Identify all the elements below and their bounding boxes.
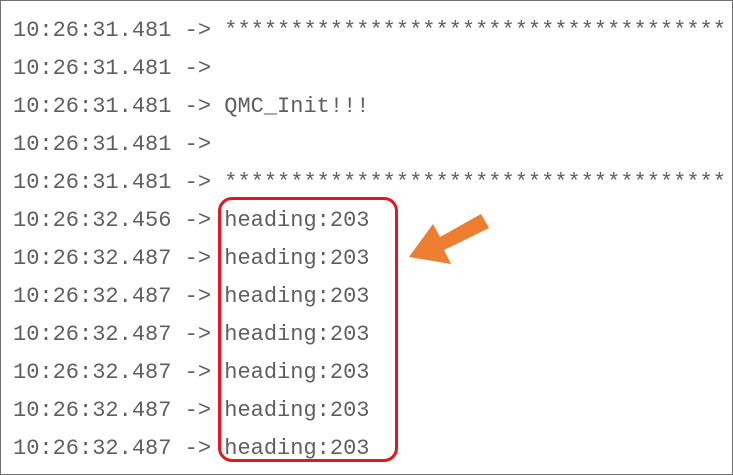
log-line: 10:26:31.481 -> ************************… <box>13 12 726 50</box>
log-separator: -> <box>184 360 212 385</box>
log-message: heading:203 <box>224 322 370 347</box>
log-line: 10:26:32.487 -> heading:203 <box>13 430 369 468</box>
log-separator: -> <box>184 436 212 461</box>
log-separator: -> <box>184 56 212 81</box>
log-timestamp: 10:26:32.487 <box>13 322 172 347</box>
log-message: ************************************** <box>224 18 726 43</box>
log-line: 10:26:31.481 -> <box>13 50 211 88</box>
log-message: heading:203 <box>224 436 370 461</box>
log-timestamp: 10:26:32.487 <box>13 436 172 461</box>
log-timestamp: 10:26:32.456 <box>13 208 172 233</box>
log-line: 10:26:32.487 -> heading:203 <box>13 316 369 354</box>
log-separator: -> <box>184 94 212 119</box>
log-message: heading:203 <box>224 398 370 423</box>
log-separator: -> <box>184 398 212 423</box>
log-line: 10:26:32.487 -> heading:203 <box>13 392 369 430</box>
log-line: 10:26:31.481 -> ************************… <box>13 164 726 202</box>
log-timestamp: 10:26:32.487 <box>13 284 172 309</box>
log-line: 10:26:32.487 -> heading:203 <box>13 354 369 392</box>
log-line: 10:26:31.481 -> <box>13 126 211 164</box>
log-message: ************************************** <box>224 170 726 195</box>
log-timestamp: 10:26:31.481 <box>13 132 172 157</box>
log-timestamp: 10:26:31.481 <box>13 170 172 195</box>
log-timestamp: 10:26:31.481 <box>13 18 172 43</box>
log-timestamp: 10:26:32.487 <box>13 360 172 385</box>
log-message: QMC_Init!!! <box>224 94 370 119</box>
log-line: 10:26:32.456 -> heading:203 <box>13 202 369 240</box>
log-separator: -> <box>184 132 212 157</box>
log-message: heading:203 <box>224 284 370 309</box>
log-timestamp: 10:26:31.481 <box>13 94 172 119</box>
log-separator: -> <box>184 322 212 347</box>
log-separator: -> <box>184 246 212 271</box>
log-message: heading:203 <box>224 208 370 233</box>
log-line: 10:26:32.487 -> heading:203 <box>13 240 369 278</box>
log-timestamp: 10:26:32.487 <box>13 398 172 423</box>
log-line: 10:26:31.481 -> QMC_Init!!! <box>13 88 369 126</box>
log-separator: -> <box>184 18 212 43</box>
log-separator: -> <box>184 170 212 195</box>
log-timestamp: 10:26:31.481 <box>13 56 172 81</box>
log-message: heading:203 <box>224 360 370 385</box>
arrow-shape <box>409 214 489 264</box>
highlight-box <box>218 197 398 462</box>
log-timestamp: 10:26:32.487 <box>13 246 172 271</box>
log-line: 10:26:32.487 -> heading:203 <box>13 278 369 316</box>
log-separator: -> <box>184 208 212 233</box>
log-separator: -> <box>184 284 212 309</box>
log-message: heading:203 <box>224 246 370 271</box>
